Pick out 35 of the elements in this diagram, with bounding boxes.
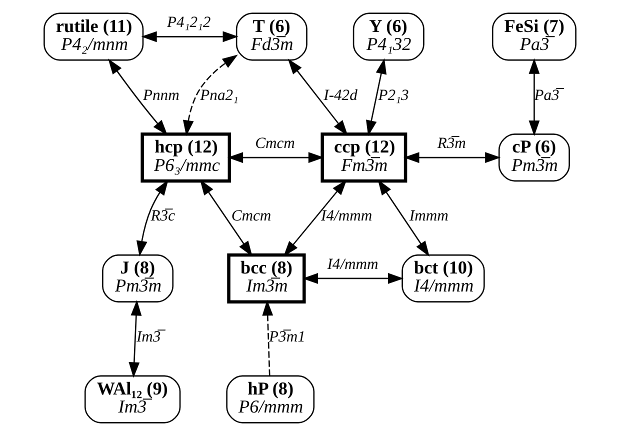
edge-label: I-42d bbox=[324, 86, 358, 104]
node-box: hP (8) P6/mmm bbox=[226, 375, 315, 424]
arrow bbox=[108, 58, 168, 136]
edge-label: Pnnm bbox=[142, 86, 180, 104]
arrow bbox=[141, 31, 238, 42]
edge-label: P4₁2₁2 bbox=[167, 14, 211, 32]
node-box: rutile (11) P4₂/mnm bbox=[44, 12, 144, 61]
arrow bbox=[136, 180, 168, 256]
edge-label: Immm bbox=[409, 208, 448, 225]
node-box: T (6) Fd3̅m bbox=[236, 12, 308, 61]
edge-label: R3̅c bbox=[150, 208, 176, 225]
edge-label: P3̅m1 bbox=[269, 328, 306, 346]
edge-label: R3̅m bbox=[437, 134, 466, 152]
arrow bbox=[283, 180, 347, 256]
node-box: ccp (12) Fm3̅m bbox=[320, 132, 408, 183]
arrow bbox=[128, 300, 142, 378]
node-box: WAl₁₂ (9) Im3̅ bbox=[84, 375, 181, 424]
arrow bbox=[182, 54, 238, 136]
edge-label: P2₁3 bbox=[378, 86, 409, 104]
arrow bbox=[404, 152, 501, 164]
edge-label: Pna2₁ bbox=[200, 86, 238, 104]
node-box: FeSi (7) Pa3̅ bbox=[492, 12, 576, 61]
arrow bbox=[528, 58, 540, 136]
node-box: bct (10) I4/mmm bbox=[402, 254, 485, 302]
edge-label: Cmcm bbox=[231, 208, 272, 225]
node-box: cP (6) Pm3̅m bbox=[498, 134, 570, 182]
arrow bbox=[262, 300, 274, 376]
node-box: bcc (8) Im3̅m bbox=[227, 253, 306, 304]
edge-label: I4/mmm bbox=[327, 256, 378, 273]
node-box: hcp (12) P6₃/mmc bbox=[140, 132, 232, 183]
arrow bbox=[366, 58, 387, 136]
edge-label: Cmcm bbox=[255, 134, 295, 152]
edge-label: I4/mmm bbox=[321, 208, 372, 225]
node-box: J (8) Pm3̅m bbox=[102, 254, 174, 302]
node-box: Y (6) P4₁32 bbox=[352, 12, 424, 61]
